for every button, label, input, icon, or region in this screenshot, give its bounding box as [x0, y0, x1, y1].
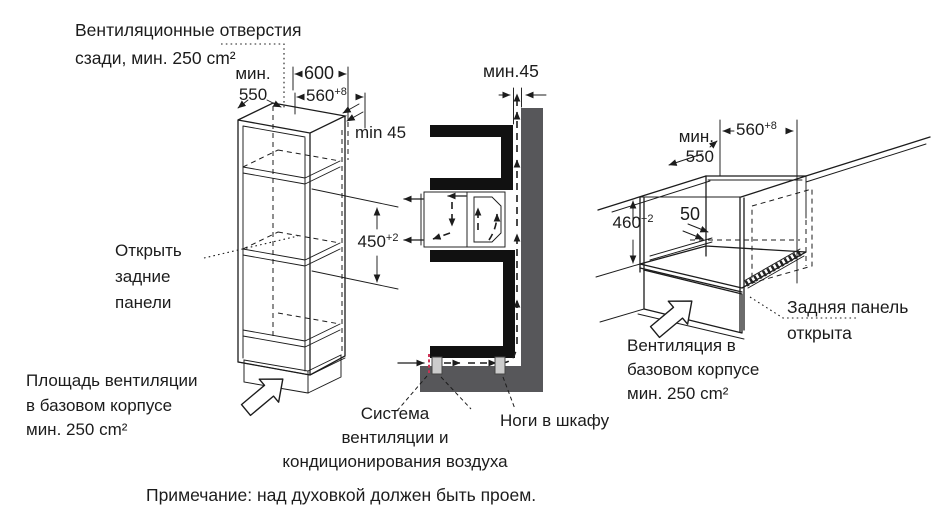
- left-rear-vents-label: Вентиляционные отверстия сзади, мин. 250…: [75, 20, 302, 68]
- left-dim-560: 560+8: [306, 86, 347, 105]
- left-cabinet-drawing: [203, 43, 399, 417]
- oven-section: [423, 191, 506, 248]
- vent-strip: [744, 249, 804, 287]
- wall-shape: [521, 108, 543, 392]
- upper-cabinet-section: [430, 125, 513, 190]
- right-dim-min550: мин. 550: [678, 127, 714, 166]
- left-dim-450: 450+2: [357, 232, 399, 251]
- right-base-vent-label: Вентиляция в базовом корпусе мин. 250 cm…: [627, 336, 760, 403]
- left-dim-600: 600: [304, 63, 335, 83]
- mid-dim-min45: мин.45: [483, 61, 539, 81]
- open-back-panels-label: Открыть задние панели: [115, 241, 182, 312]
- right-dim-560: 560+8: [736, 120, 777, 139]
- back-panel-open-label: Задняя панель открыта: [787, 297, 909, 343]
- left-dim-min550: мин. 550: [235, 64, 271, 104]
- right-dim-50: 50: [680, 204, 701, 224]
- cabinet-foot: [431, 356, 443, 375]
- base-vent-area-label: Площадь вентиляции в базовом корпусе мин…: [26, 371, 198, 439]
- right-cabinet-drawing: [595, 119, 931, 340]
- section-view-drawing: [395, 87, 547, 413]
- right-dim-460: 460+2: [612, 213, 654, 232]
- airflow-arrow-icon: [649, 300, 693, 339]
- lower-cabinet-section: [430, 250, 515, 358]
- left-dim-min45: min 45: [355, 123, 407, 142]
- cabinet-feet-label: Ноги в шкафу: [500, 411, 610, 430]
- airflow-arrow-icon: [240, 378, 284, 417]
- cabinet-foot: [494, 356, 506, 375]
- vent-system-label: Система вентиляции и кондиционирования в…: [282, 404, 508, 471]
- footer-note: Примечание: над духовкой должен быть про…: [146, 485, 537, 505]
